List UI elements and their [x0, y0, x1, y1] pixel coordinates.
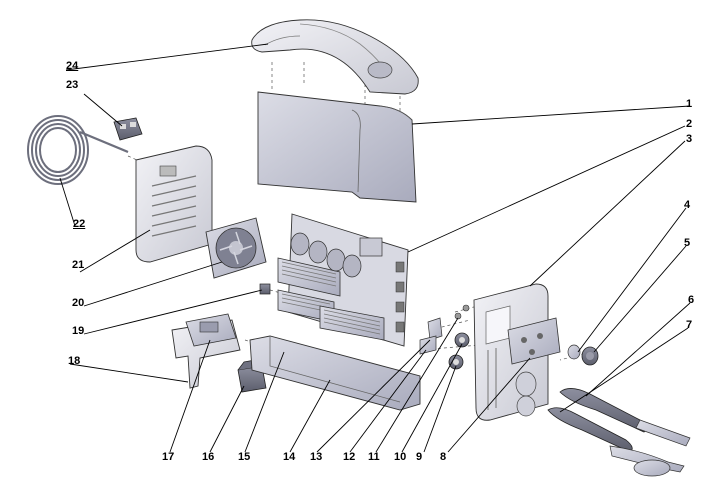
callout-5: 5: [684, 237, 691, 249]
callout-10: 10: [394, 451, 407, 463]
callout-17: 17: [162, 451, 175, 463]
back-panel-part-21: [135, 145, 213, 263]
terminal-part-11: [454, 304, 470, 320]
callout-14: 14: [283, 451, 296, 463]
small-component-part-19: [259, 283, 271, 295]
power-switch-part-23: [113, 117, 143, 141]
callout-2: 2: [686, 118, 693, 130]
callout-1: 1: [686, 98, 693, 110]
callout-8: 8: [440, 451, 447, 463]
heatsink-lower: [319, 305, 385, 341]
callout-3: 3: [686, 133, 693, 145]
capacitors: [290, 232, 362, 278]
bracket-part-13: [427, 317, 443, 341]
electrode-holder-part-6: [559, 388, 691, 447]
callout-9: 9: [416, 451, 423, 463]
callout-18: 18: [68, 355, 81, 367]
knob-part-4: [567, 344, 581, 360]
ground-clamp-part-7: [547, 407, 685, 477]
control-plate-part-8: [507, 317, 561, 365]
main-board-assembly: [277, 213, 409, 347]
callout-15: 15: [238, 451, 251, 463]
socket-part-10: [454, 332, 470, 348]
socket-part-9: [448, 354, 464, 370]
leader-lines: [59, 43, 691, 453]
callout-4: 4: [684, 199, 691, 211]
cable-coil-part-22: [27, 115, 129, 185]
callout-21: 21: [72, 259, 85, 271]
callout-20: 20: [72, 297, 85, 309]
callout-6: 6: [688, 294, 695, 306]
callout-11: 11: [368, 451, 380, 463]
callout-16: 16: [202, 451, 215, 463]
top-cover-part-1: [257, 91, 417, 203]
cooling-fan-part-20: [205, 217, 267, 279]
callout-12: 12: [343, 451, 356, 463]
heatsink-upper: [277, 257, 341, 297]
callout-23: 23: [66, 79, 79, 91]
callout-7: 7: [686, 319, 693, 331]
callout-24: 24: [66, 60, 79, 72]
callout-22: 22: [73, 218, 86, 230]
handle-part-24: [251, 19, 419, 95]
bracket-part-12: [419, 335, 437, 355]
callout-19: 19: [72, 325, 85, 337]
callout-13: 13: [310, 451, 323, 463]
module-part-17: [185, 313, 237, 347]
